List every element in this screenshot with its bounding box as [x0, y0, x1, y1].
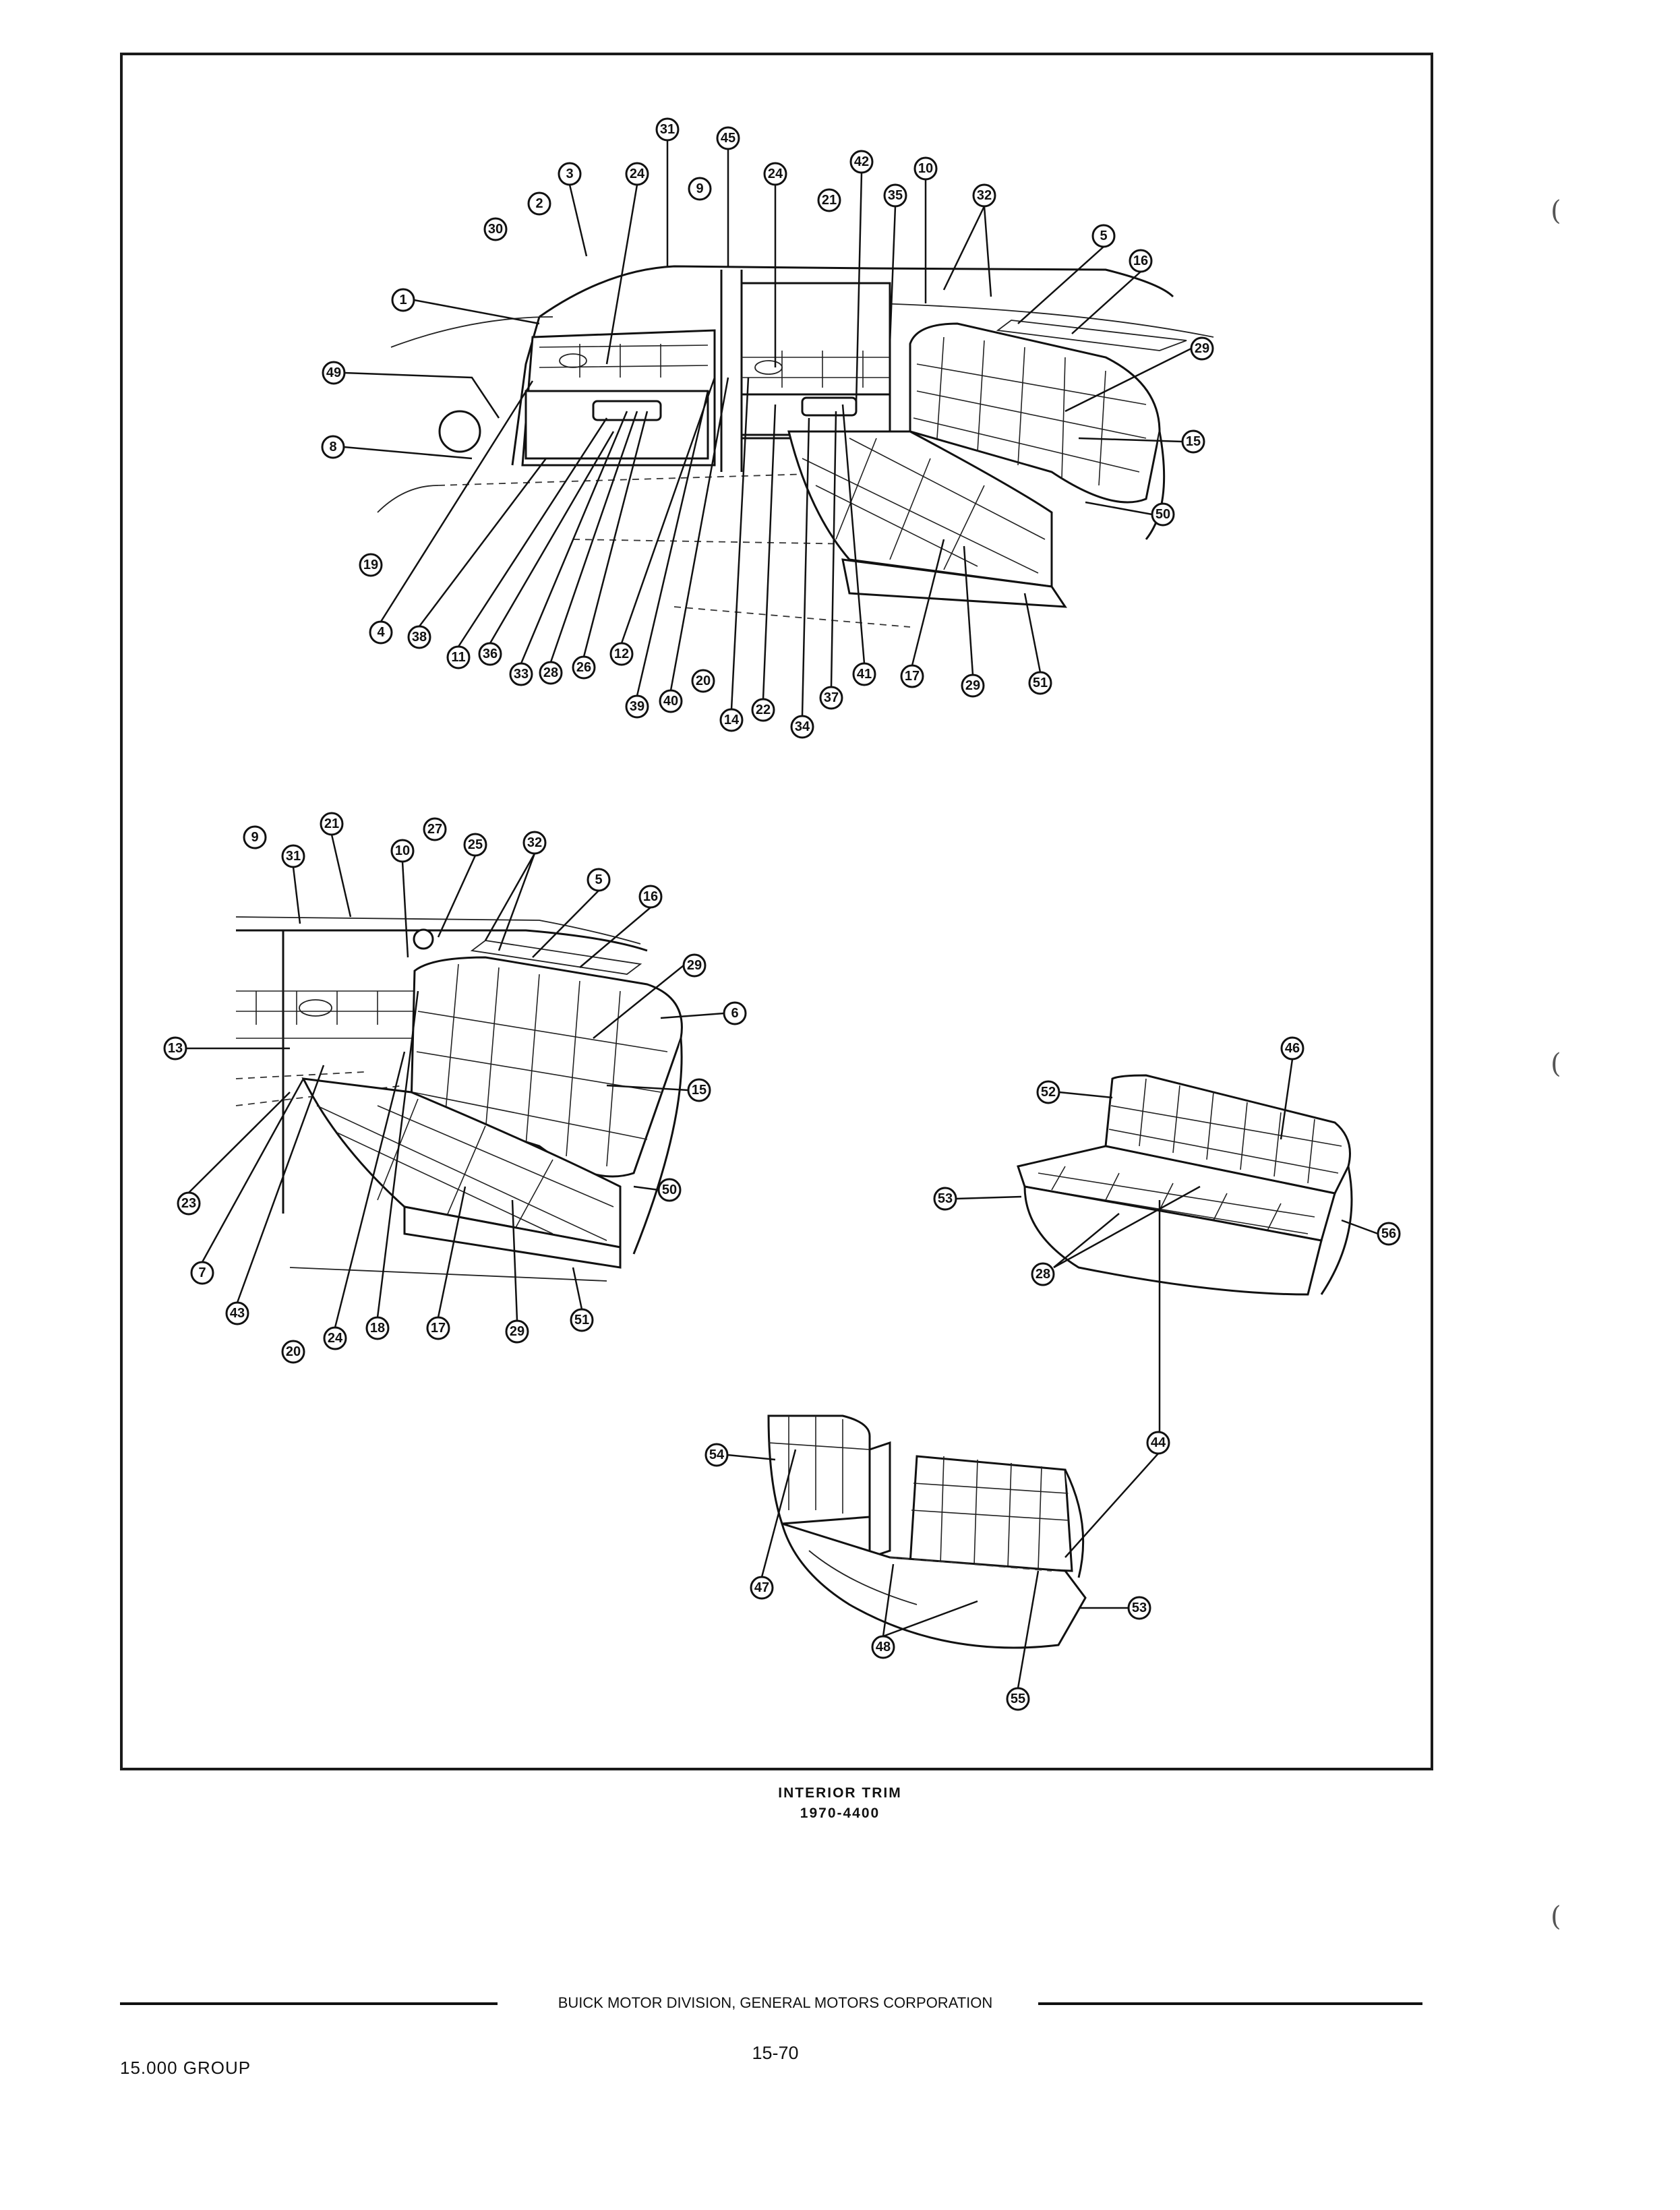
- callout-28: 28: [543, 665, 558, 680]
- callout-11: 11: [451, 650, 465, 665]
- group-label: 15.000 GROUP: [120, 2058, 251, 2078]
- callout-23: 23: [181, 1196, 196, 1211]
- callout-29-b: 29: [687, 958, 702, 973]
- callout-16-b: 16: [643, 889, 658, 904]
- callout-14: 14: [724, 713, 740, 727]
- callout-51-b: 51: [574, 1313, 589, 1327]
- callout-49: 49: [326, 365, 341, 380]
- callout-18: 18: [370, 1321, 385, 1336]
- callout-15: 15: [1186, 434, 1201, 449]
- callout-12: 12: [614, 647, 629, 661]
- caption-code: 1970-4400: [800, 1805, 880, 1821]
- callout-43: 43: [230, 1306, 245, 1321]
- callout-29-c: 29: [510, 1324, 524, 1339]
- folded-seat-view: 54 47 44 53 48 55: [704, 1414, 1170, 1711]
- callout-25: 25: [468, 837, 483, 852]
- callout-9: 9: [696, 181, 703, 196]
- callout-31-b: 31: [286, 849, 301, 864]
- callout-24b: 24: [768, 167, 783, 181]
- callout-53-b: 53: [1132, 1601, 1147, 1615]
- callout-21: 21: [822, 193, 837, 208]
- callout-9-b: 9: [251, 830, 258, 845]
- callout-29: 29: [1195, 341, 1209, 356]
- callout-30: 30: [488, 222, 503, 237]
- callout-4: 4: [377, 625, 385, 640]
- footer-rule-left: [120, 2002, 498, 2005]
- rear-seat-side-view: 9 31 21 10 27 25 32 5 16 29 6 13 15 23 5…: [163, 812, 747, 1364]
- callout-24: 24: [630, 167, 645, 181]
- callout-15-b: 15: [692, 1083, 707, 1098]
- callout-20-b: 20: [286, 1344, 301, 1359]
- callout-46: 46: [1285, 1041, 1300, 1056]
- callout-21-b: 21: [324, 816, 339, 831]
- callout-42: 42: [854, 154, 869, 169]
- callout-50-b: 50: [662, 1183, 677, 1197]
- callout-17: 17: [905, 669, 920, 684]
- callout-37: 37: [824, 690, 839, 705]
- callout-5-b: 5: [595, 872, 602, 887]
- callout-39: 39: [630, 699, 644, 714]
- callout-2: 2: [535, 196, 543, 211]
- callout-32: 32: [977, 188, 992, 203]
- callout-48: 48: [876, 1640, 891, 1654]
- callout-17-b: 17: [431, 1321, 446, 1336]
- callout-10: 10: [918, 161, 933, 176]
- callout-34: 34: [795, 719, 810, 734]
- callout-47: 47: [754, 1580, 769, 1595]
- binding-hole-mark: (: [1551, 196, 1561, 227]
- callout-5: 5: [1100, 229, 1107, 243]
- bench-seat-view: 52 46 53 56 28: [933, 1036, 1401, 1436]
- callout-52: 52: [1041, 1085, 1056, 1100]
- callout-36: 36: [483, 647, 498, 661]
- top-interior-view: 31 45 3 24 9 24 42 10 21 35 32 2 30 5 16…: [321, 117, 1214, 739]
- binding-hole-mark: (: [1551, 1901, 1561, 1932]
- callout-20: 20: [696, 674, 711, 688]
- callout-19: 19: [363, 558, 378, 572]
- callout-8: 8: [329, 440, 336, 454]
- callout-50: 50: [1156, 507, 1170, 522]
- callout-22: 22: [756, 703, 771, 717]
- callout-3: 3: [566, 167, 573, 181]
- callout-16: 16: [1133, 253, 1148, 268]
- callout-24-c: 24: [328, 1331, 343, 1346]
- callout-28-b: 28: [1036, 1267, 1050, 1282]
- footer-rule-right: [1038, 2002, 1422, 2005]
- callout-45: 45: [721, 131, 736, 146]
- callout-35: 35: [888, 188, 903, 203]
- footer-publisher: BUICK MOTOR DIVISION, GENERAL MOTORS COR…: [558, 1994, 993, 2011]
- callout-27: 27: [427, 822, 442, 837]
- caption-title: INTERIOR TRIM: [778, 1785, 902, 1801]
- callout-44: 44: [1151, 1435, 1166, 1450]
- callout-10-b: 10: [395, 843, 410, 858]
- callout-6: 6: [731, 1006, 738, 1021]
- callout-56: 56: [1381, 1226, 1396, 1241]
- callout-7: 7: [198, 1265, 206, 1280]
- callout-31: 31: [660, 122, 675, 137]
- callout-32-b: 32: [527, 835, 542, 850]
- callout-54: 54: [709, 1447, 725, 1462]
- callout-51: 51: [1033, 676, 1048, 690]
- callout-53: 53: [938, 1191, 953, 1206]
- callout-1: 1: [399, 293, 407, 307]
- callout-13: 13: [168, 1041, 183, 1056]
- figure-frame: [120, 53, 1433, 1770]
- page-number: 15-70: [752, 2043, 799, 2063]
- callout-26: 26: [576, 660, 591, 675]
- callout-38: 38: [412, 630, 427, 645]
- callout-41: 41: [857, 667, 872, 682]
- callout-40: 40: [663, 694, 678, 709]
- callout-55: 55: [1011, 1692, 1025, 1706]
- binding-hole-mark: (: [1551, 1048, 1561, 1079]
- callout-33: 33: [514, 667, 529, 682]
- callout-29b: 29: [965, 678, 980, 693]
